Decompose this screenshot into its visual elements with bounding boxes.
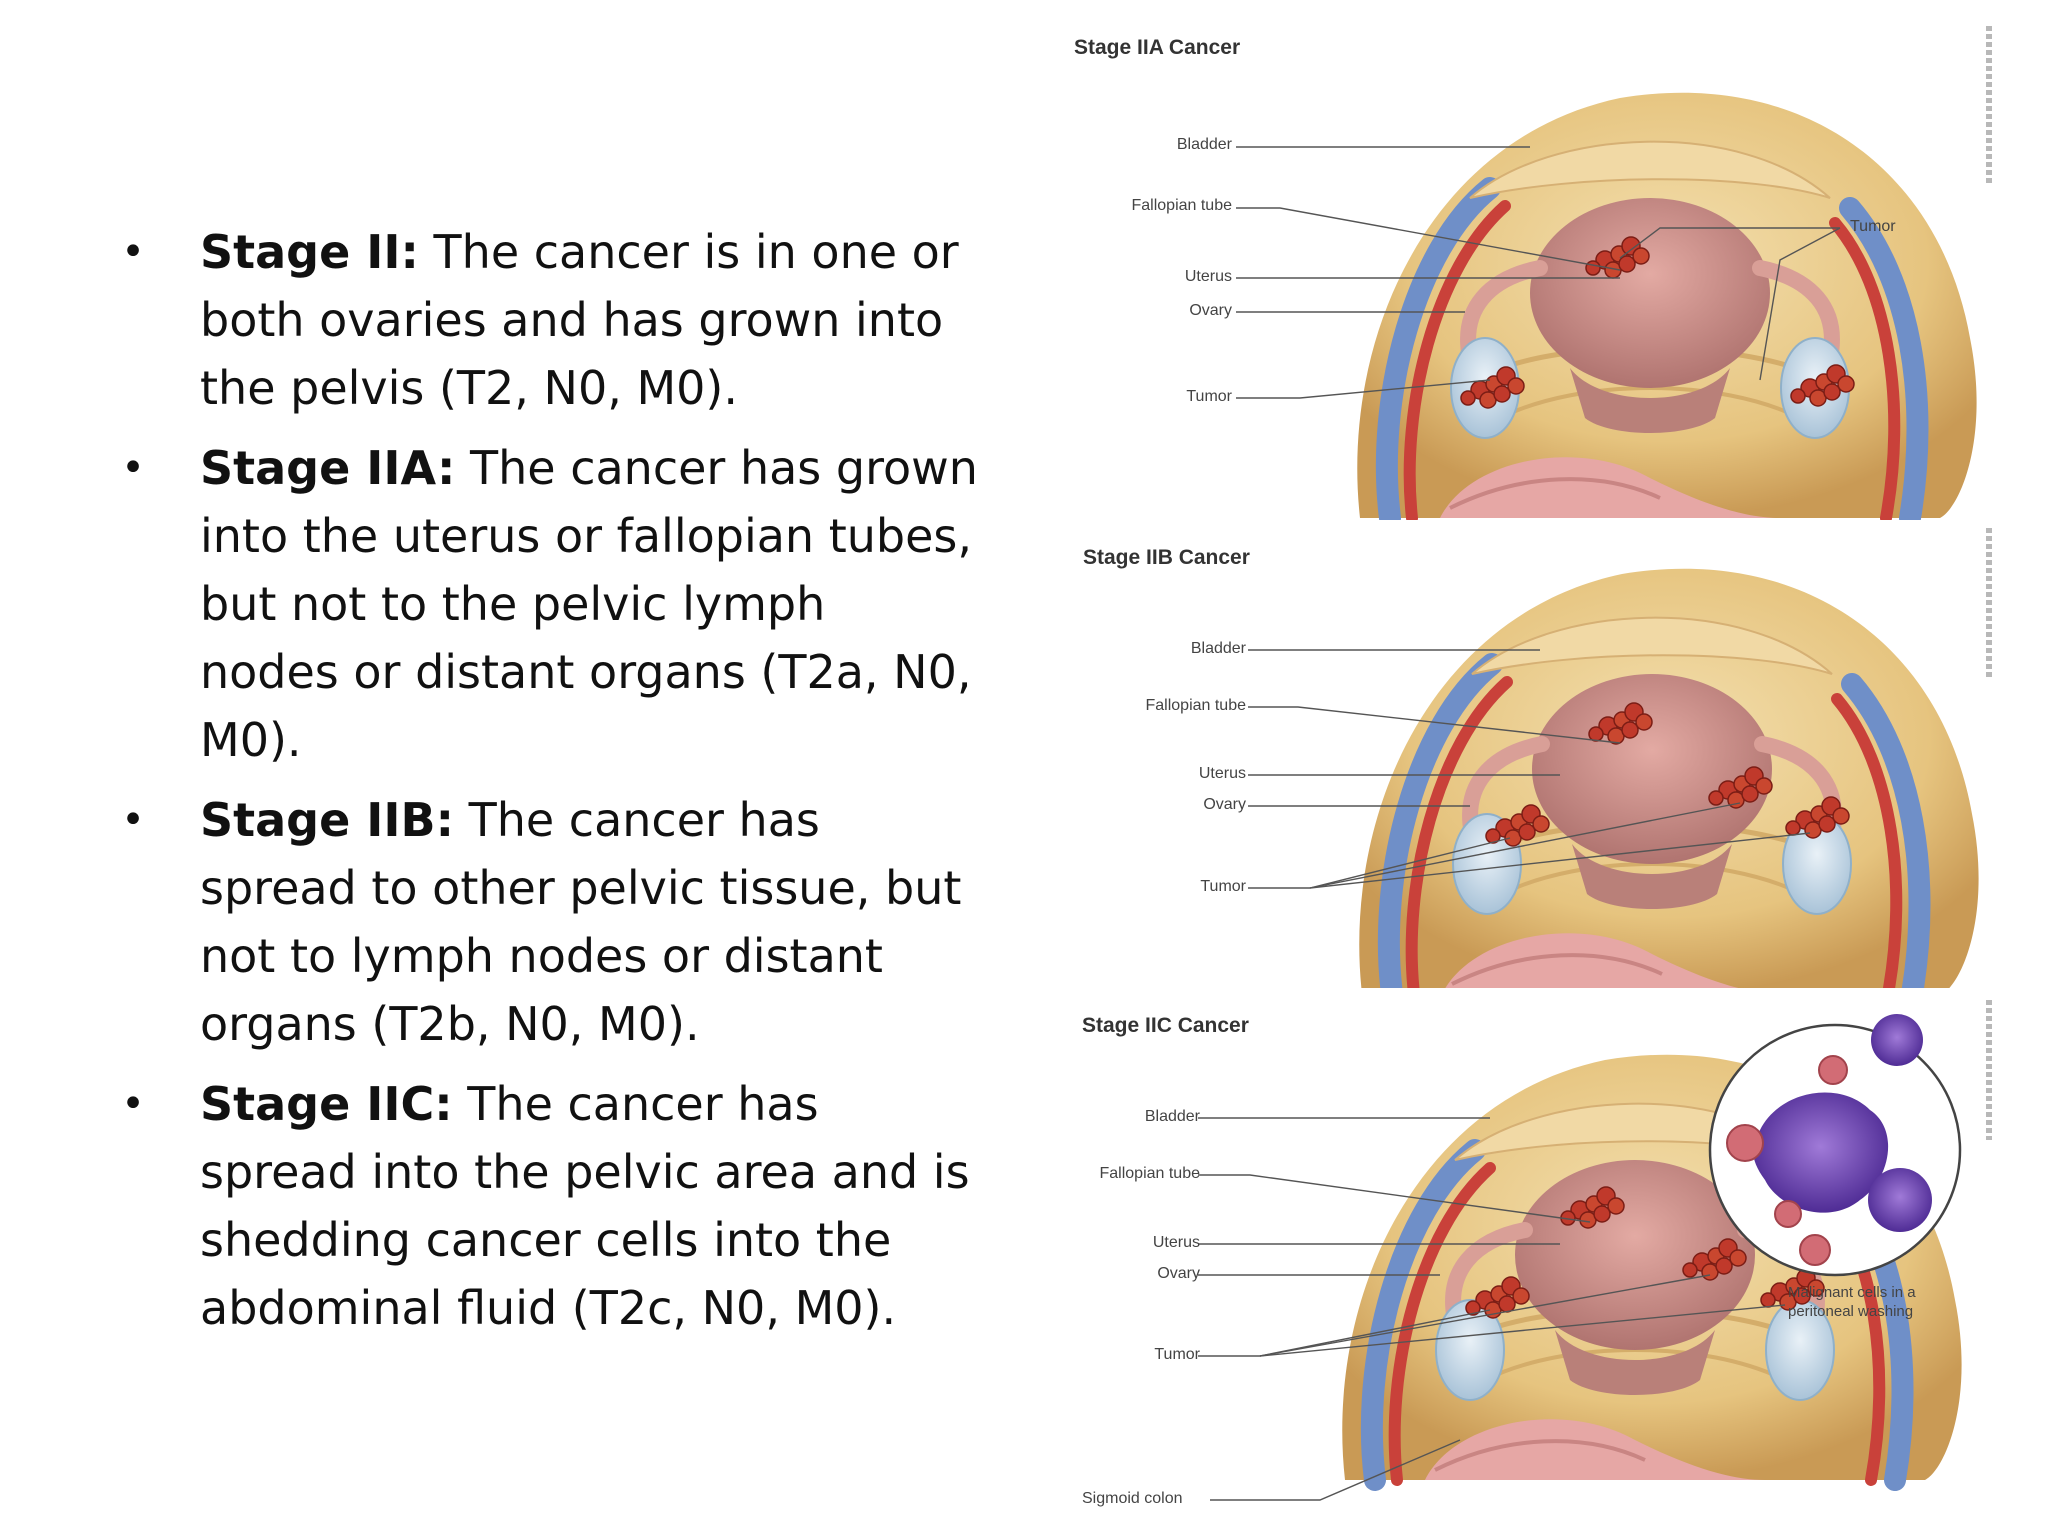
- bullet-stage-iic: • Stage IIC: The cancer has spread into …: [118, 1070, 978, 1342]
- label-bladder: Bladder: [1176, 136, 1232, 153]
- stage-iic-anatomy-image: [1198, 1014, 2000, 1501]
- label-uterus: Uterus: [1152, 1234, 1200, 1251]
- label-ovary: Ovary: [1157, 1265, 1200, 1282]
- bullet-text: The cancer has grown into the uterus or …: [200, 441, 978, 767]
- bullet-stage-iia: • Stage IIA: The cancer has grown into t…: [118, 434, 978, 774]
- label-tumor: Tumor: [1186, 388, 1232, 405]
- bullet-term: Stage II:: [200, 225, 419, 279]
- malignant-cells-inset: [1708, 1014, 1962, 1277]
- label-fallopian-tube: Fallopian tube: [1145, 697, 1246, 714]
- bullet-dot: •: [121, 1081, 145, 1127]
- label-ovary: Ovary: [1189, 302, 1232, 319]
- image-credit-mark: [1986, 26, 1992, 186]
- label-uterus: Uterus: [1184, 268, 1232, 285]
- label-tumor: Tumor: [1154, 1346, 1200, 1363]
- bullet-text: The cancer has spread to other pelvic ti…: [200, 793, 962, 1051]
- panel-title: Stage IIC Cancer: [1082, 1014, 1249, 1037]
- bullet-dot: •: [121, 797, 145, 843]
- image-credit-mark: [1986, 1000, 1992, 1140]
- label-bladder: Bladder: [1144, 1108, 1200, 1125]
- label-malignant-cells-line1: Malignant cells in a: [1788, 1284, 1916, 1301]
- bullet-dot: •: [121, 445, 145, 491]
- label-ovary: Ovary: [1203, 796, 1246, 813]
- bullet-text: The cancer has spread into the pelvic ar…: [200, 1077, 970, 1335]
- stage-iib-illustration: Stage IIB Cancer Bladder Fallopian tube …: [1060, 528, 2000, 988]
- label-tumor-right: Tumor: [1850, 218, 1896, 235]
- panel-title: Stage IIB Cancer: [1083, 546, 1250, 569]
- bullet-text: The cancer is in one or both ovaries and…: [200, 225, 959, 415]
- stage-bullet-list: • Stage II: The cancer is in one or both…: [118, 218, 978, 1354]
- label-tumor: Tumor: [1200, 878, 1246, 895]
- stage-iia-anatomy-image: [1236, 20, 2000, 520]
- label-malignant-cells-line2: peritoneal washing: [1788, 1303, 1914, 1320]
- label-fallopian-tube: Fallopian tube: [1099, 1165, 1200, 1182]
- stage-iib-anatomy-image: [1248, 528, 2000, 988]
- bullet-stage-iib: • Stage IIB: The cancer has spread to ot…: [118, 786, 978, 1058]
- bullet-stage-ii: • Stage II: The cancer is in one or both…: [118, 218, 978, 422]
- label-fallopian-tube: Fallopian tube: [1131, 197, 1232, 214]
- bullet-dot: •: [121, 229, 145, 275]
- bullet-term: Stage IIB:: [200, 793, 454, 847]
- stage-iic-illustration: Stage IIC Cancer Bladder Fallopian tube …: [1060, 1000, 2000, 1530]
- label-uterus: Uterus: [1198, 765, 1246, 782]
- label-bladder: Bladder: [1190, 640, 1246, 657]
- panel-title: Stage IIA Cancer: [1074, 36, 1241, 59]
- bullet-term: Stage IIA:: [200, 441, 456, 495]
- stage-iia-illustration: Stage IIA Cancer Bladder Fallopian tube …: [1060, 20, 2000, 520]
- image-credit-mark: [1986, 528, 1992, 678]
- bullet-term: Stage IIC:: [200, 1077, 453, 1131]
- label-sigmoid-colon: Sigmoid colon: [1082, 1490, 1183, 1507]
